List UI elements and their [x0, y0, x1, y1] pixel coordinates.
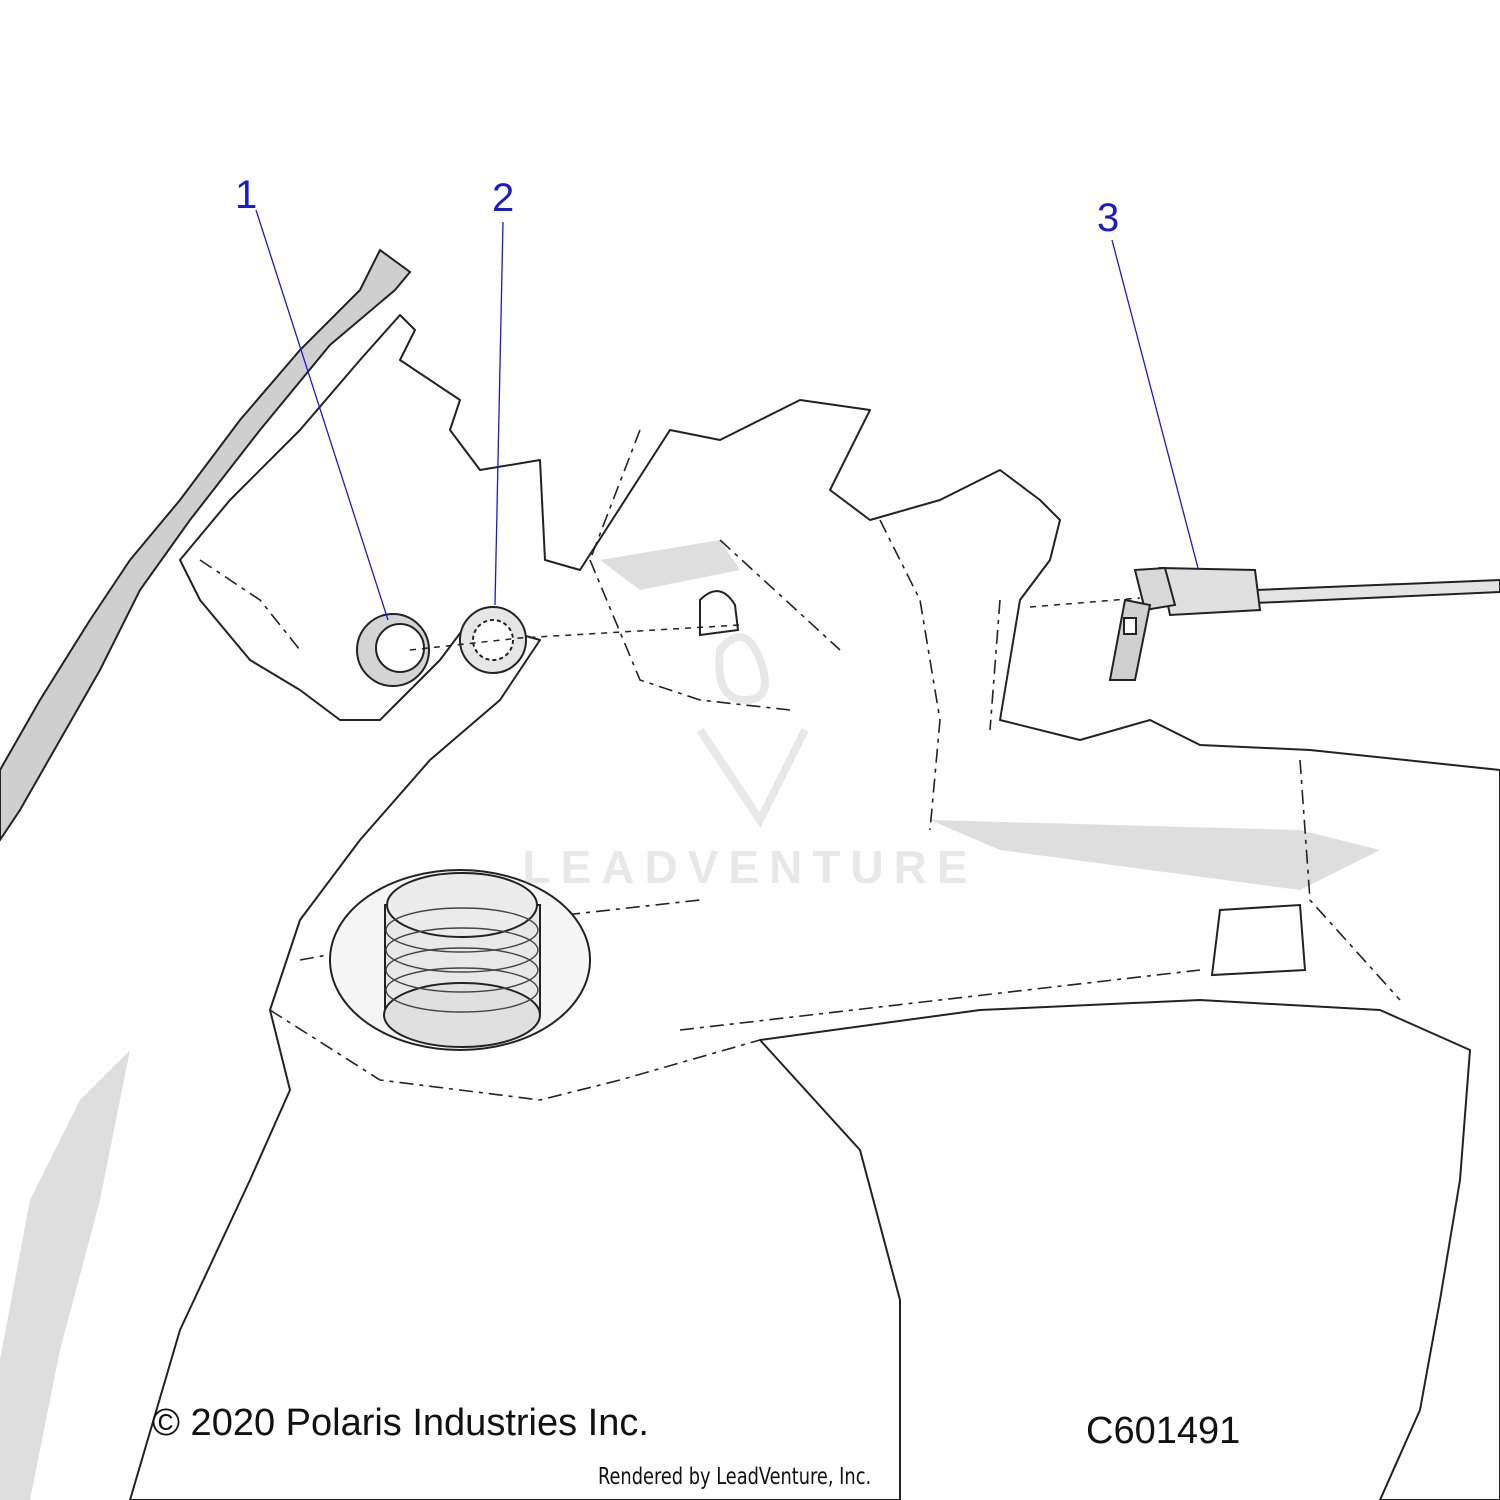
panel-cutout: [1210, 903, 1307, 977]
panel-shading: [0, 540, 1380, 1500]
watermark-text: LEADVENTURE: [522, 841, 978, 893]
copyright-text: © 2020 Polaris Industries Inc.: [152, 1402, 649, 1444]
part-2-star-washer[interactable]: [459, 606, 527, 674]
filler-cap: [329, 869, 591, 1051]
left-trim-strip: [0, 248, 412, 842]
part-1-bushing[interactable]: [356, 613, 430, 687]
diagram-id: C601491: [1086, 1410, 1241, 1452]
body-panel: [129, 314, 1500, 1500]
assembly-axis: [409, 597, 1141, 651]
rendered-by-text: Rendered by LeadVenture, Inc.: [598, 1464, 872, 1490]
callout-3[interactable]: 3: [1097, 196, 1120, 240]
callout-1[interactable]: 1: [235, 173, 258, 217]
leader-lines: [255, 209, 1199, 621]
watermark-logo: [696, 633, 809, 828]
part-3-latch-cable[interactable]: [1108, 566, 1500, 681]
callout-2[interactable]: 2: [492, 176, 515, 220]
